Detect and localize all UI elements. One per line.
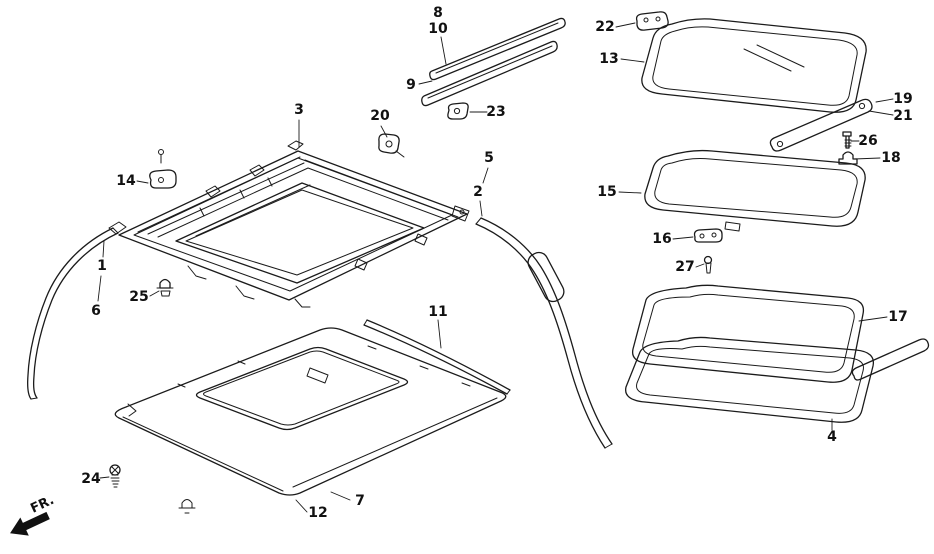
part-stay-19-21 [769,98,873,152]
callout-22: 22 [595,19,614,35]
callout-17: 17 [888,309,907,325]
part-glass-13 [641,18,867,113]
part-bolt-26 [842,131,852,149]
callout-6: 6 [91,303,101,319]
callout-3: 3 [294,102,304,118]
part-bracket-22 [635,11,669,31]
part-seal-frame-15 [644,149,866,232]
callout-23: 23 [486,104,505,120]
callout-13: 13 [599,51,618,67]
callout-11: 11 [428,304,447,320]
fr-arrow-icon [10,511,50,536]
callout-15: 15 [597,184,616,200]
callout-8: 8 [433,5,443,21]
leader-lines [97,22,894,513]
callout-1: 1 [97,258,107,274]
part-clip-27 [703,255,713,274]
callout-2: 2 [473,184,483,200]
part-strip-9 [421,40,558,107]
part-trim-strip-11 [363,319,511,395]
fr-label: FR. [28,493,56,517]
part-drain-tube-right-2-5 [475,217,613,449]
callout-14: 14 [116,173,136,189]
part-sunroof-frame-3 [108,140,470,308]
part-grommet-25 [156,278,174,297]
callout-24: 24 [81,471,101,487]
callout-9: 9 [406,77,416,93]
part-seal-17 [631,284,865,383]
callout-27: 27 [675,259,694,275]
callouts: 1 2 3 4 5 6 7 8 9 10 11 12 13 14 15 16 1… [81,5,912,521]
callout-20: 20 [370,108,390,124]
part-screw-24 [109,464,121,488]
part-bracket-20 [378,133,405,158]
part-bracket-14 [149,149,177,189]
callout-5: 5 [484,150,494,166]
part-clip-23 [447,102,469,120]
part-drain-tube-left-1-6 [26,227,119,400]
part-headliner-pin [178,499,196,514]
callout-12: 12 [308,505,327,521]
callout-21: 21 [893,108,912,124]
callout-10: 10 [428,21,448,37]
part-seal-4 [624,336,930,423]
callout-16: 16 [652,231,671,247]
part-headliner-7-12 [114,327,507,496]
callout-26: 26 [858,133,877,149]
part-strip-8-10 [429,17,566,81]
callout-25: 25 [129,289,148,305]
callout-18: 18 [881,150,900,166]
callout-4: 4 [827,429,837,445]
part-grommet-18 [838,151,858,165]
fr-direction-indicator: FR. [10,493,57,536]
part-latch-16 [693,228,723,243]
callout-7: 7 [355,493,365,509]
callout-19: 19 [893,91,912,107]
